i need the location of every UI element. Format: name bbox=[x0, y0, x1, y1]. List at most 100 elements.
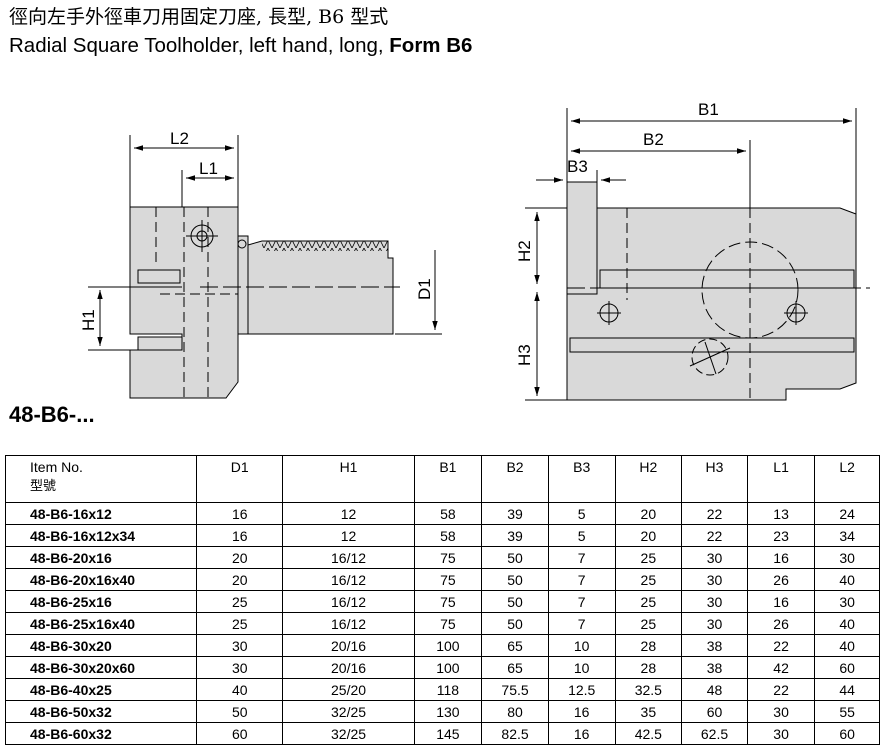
cell-H2: 28 bbox=[614, 656, 683, 679]
series-label: 48-B6-... bbox=[9, 402, 95, 427]
header-L1: L1 bbox=[746, 455, 816, 503]
cell-H3: 30 bbox=[681, 590, 748, 613]
header-item-no: Item No.型號 bbox=[4, 455, 198, 503]
cell-L1: 16 bbox=[746, 590, 816, 613]
cell-H1: 32/25 bbox=[282, 722, 415, 745]
header-B1: B1 bbox=[413, 455, 483, 503]
cell-B2: 82.5 bbox=[481, 722, 549, 745]
cell-item-no: 48-B6-16x12x34 bbox=[4, 524, 198, 547]
cell-B3: 7 bbox=[547, 546, 616, 569]
front-view-lines bbox=[525, 108, 870, 401]
cell-B2: 39 bbox=[481, 524, 549, 547]
title-form-label: Form B6 bbox=[389, 34, 473, 57]
side-view-lines bbox=[88, 135, 442, 398]
cell-L2: 40 bbox=[814, 612, 880, 635]
cell-H1: 12 bbox=[282, 502, 415, 525]
cell-B2: 39 bbox=[481, 502, 549, 525]
cell-L2: 44 bbox=[814, 678, 880, 701]
cell-L1: 22 bbox=[746, 678, 816, 701]
cell-H2: 25 bbox=[614, 612, 683, 635]
page-title-english: Radial Square Toolholder, left hand, lon… bbox=[9, 34, 472, 58]
cell-B3: 10 bbox=[547, 656, 616, 679]
cell-B1: 100 bbox=[413, 634, 483, 657]
cell-B3: 16 bbox=[547, 700, 616, 723]
label-L1: L1 bbox=[199, 159, 218, 178]
cell-B1: 75 bbox=[413, 568, 483, 591]
cell-B1: 130 bbox=[413, 700, 483, 723]
cell-H2: 20 bbox=[614, 502, 683, 525]
cell-B1: 75 bbox=[413, 590, 483, 613]
cell-D1: 20 bbox=[196, 546, 284, 569]
cell-item-no: 48-B6-60x32 bbox=[4, 722, 198, 745]
cell-B1: 75 bbox=[413, 546, 483, 569]
cell-B1: 145 bbox=[413, 722, 483, 745]
front-tongue bbox=[566, 181, 598, 295]
cell-item-no: 48-B6-40x25 bbox=[4, 678, 198, 701]
cell-L1: 30 bbox=[746, 700, 816, 723]
cell-item-no: 48-B6-20x16 bbox=[4, 546, 198, 569]
cell-H3: 30 bbox=[681, 546, 748, 569]
cell-L1: 22 bbox=[746, 634, 816, 657]
cell-L2: 60 bbox=[814, 722, 880, 745]
cell-H1: 16/12 bbox=[282, 612, 415, 635]
cell-D1: 16 bbox=[196, 502, 284, 525]
specification-table: Item No.型號 D1 H1 B1 B2 B3 H2 H3 L1 L2 48… bbox=[4, 455, 880, 745]
cell-B3: 5 bbox=[547, 502, 616, 525]
cell-H3: 30 bbox=[681, 568, 748, 591]
cell-H1: 25/20 bbox=[282, 678, 415, 701]
cell-H1: 16/12 bbox=[282, 568, 415, 591]
cell-D1: 60 bbox=[196, 722, 284, 745]
cell-B3: 7 bbox=[547, 568, 616, 591]
cell-H1: 32/25 bbox=[282, 700, 415, 723]
header-H2: H2 bbox=[614, 455, 683, 503]
big-bore bbox=[701, 241, 799, 339]
cell-L1: 16 bbox=[746, 546, 816, 569]
cell-L2: 40 bbox=[814, 568, 880, 591]
cell-L1: 42 bbox=[746, 656, 816, 679]
title-english-text: Radial Square Toolholder, left hand, lon… bbox=[9, 34, 390, 57]
cell-B2: 50 bbox=[481, 590, 549, 613]
cell-B3: 10 bbox=[547, 634, 616, 657]
label-H2: H2 bbox=[515, 240, 534, 262]
cell-H1: 16/12 bbox=[282, 546, 415, 569]
shank-thread bbox=[262, 241, 388, 251]
cell-B2: 50 bbox=[481, 612, 549, 635]
cell-item-no: 48-B6-25x16 bbox=[4, 590, 198, 613]
cell-H2: 42.5 bbox=[614, 722, 683, 745]
label-D1: D1 bbox=[415, 278, 434, 300]
cell-L2: 24 bbox=[814, 502, 880, 525]
cell-H1: 20/16 bbox=[282, 656, 415, 679]
label-B1: B1 bbox=[698, 100, 719, 119]
cell-item-no: 48-B6-25x16x40 bbox=[4, 612, 198, 635]
cell-item-no: 48-B6-16x12 bbox=[4, 502, 198, 525]
cell-item-no: 48-B6-30x20 bbox=[4, 634, 198, 657]
cell-B2: 75.5 bbox=[481, 678, 549, 701]
cell-H1: 20/16 bbox=[282, 634, 415, 657]
cell-H1: 12 bbox=[282, 524, 415, 547]
page-title-chinese: 徑向左手外徑車刀用固定刀座, 長型, B6 型式 bbox=[9, 6, 389, 28]
cell-H3: 30 bbox=[681, 612, 748, 635]
slot-upper bbox=[599, 269, 855, 289]
cell-L1: 26 bbox=[746, 612, 816, 635]
cell-H2: 20 bbox=[614, 524, 683, 547]
cell-B3: 12.5 bbox=[547, 678, 616, 701]
cell-D1: 16 bbox=[196, 524, 284, 547]
cell-B3: 7 bbox=[547, 612, 616, 635]
cell-B1: 58 bbox=[413, 524, 483, 547]
cell-D1: 30 bbox=[196, 656, 284, 679]
cell-L1: 23 bbox=[746, 524, 816, 547]
cell-B1: 100 bbox=[413, 656, 483, 679]
front-view bbox=[566, 181, 857, 401]
cell-H3: 38 bbox=[681, 656, 748, 679]
table-header-row: Item No.型號 D1 H1 B1 B2 B3 H2 H3 L1 L2 bbox=[4, 455, 880, 503]
label-B2: B2 bbox=[643, 130, 664, 149]
